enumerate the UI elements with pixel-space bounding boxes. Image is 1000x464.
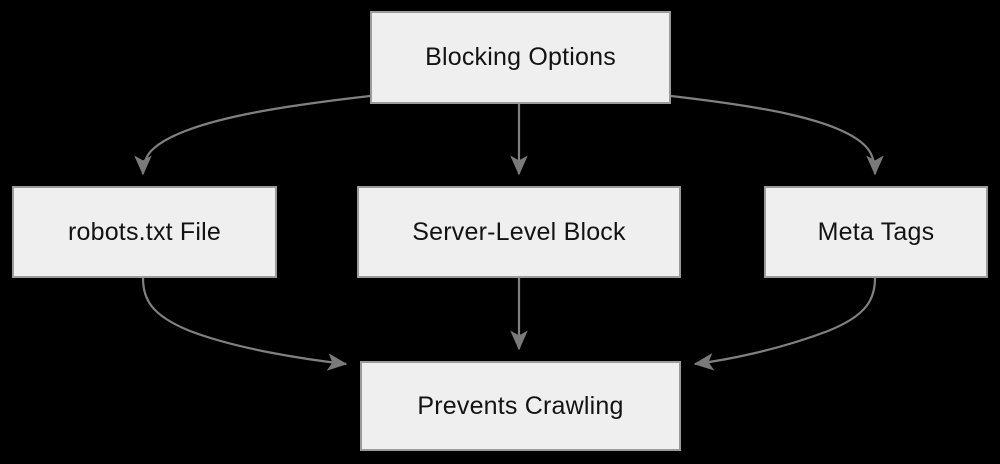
edge-blocking-options-to-robots-txt xyxy=(134,94,371,176)
node-label: Server-Level Block xyxy=(412,217,626,246)
node-prevents-crawling[interactable]: Prevents Crawling xyxy=(360,361,681,451)
node-meta-tags[interactable]: Meta Tags xyxy=(764,186,988,278)
node-label: Prevents Crawling xyxy=(417,391,624,420)
node-label: robots.txt File xyxy=(67,217,222,246)
node-robots-txt[interactable]: robots.txt File xyxy=(12,186,277,278)
edge-robots-txt-to-prevents-crawling xyxy=(141,277,348,371)
edge-blocking-options-to-meta-tags xyxy=(670,94,884,176)
node-label: Blocking Options xyxy=(425,43,616,71)
edge-meta-tags-to-prevents-crawling xyxy=(693,277,877,371)
node-blocking-options[interactable]: Blocking Options xyxy=(370,11,671,104)
node-label: Meta Tags xyxy=(817,217,935,246)
node-server-level-block[interactable]: Server-Level Block xyxy=(357,186,681,278)
